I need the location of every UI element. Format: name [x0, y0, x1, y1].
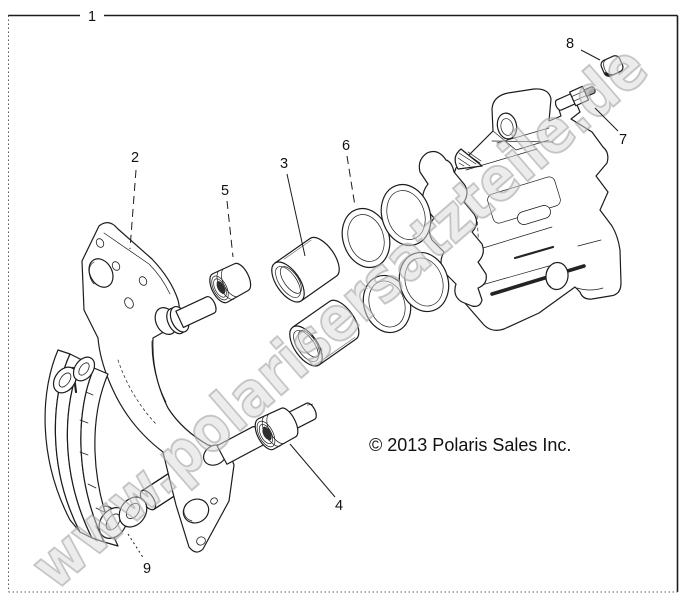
- callout-2: 2: [131, 150, 139, 166]
- caliper-body: [418, 88, 622, 331]
- caliper-claw: [418, 150, 487, 307]
- callout-7: 7: [619, 132, 627, 148]
- callout-8: 8: [566, 36, 574, 52]
- piston-lower: [289, 299, 360, 367]
- upper-slide-pin: [166, 295, 217, 335]
- leader-7: [594, 107, 619, 132]
- leader-8: [580, 49, 601, 61]
- leader-5: [226, 200, 234, 258]
- callout-5: 5: [221, 183, 229, 199]
- brake-pads: [44, 349, 148, 547]
- hatched-notch: [454, 148, 483, 170]
- callouts: 1 2 3 4 5 6 7 8 9: [88, 9, 627, 577]
- o-rings: [341, 183, 450, 334]
- pin-bushing-4: [254, 402, 317, 451]
- callout-9: 9: [143, 561, 151, 577]
- bleeder-cap: [600, 55, 624, 77]
- o-ring: [380, 183, 432, 247]
- mounting-bracket: [81, 222, 235, 553]
- leader-2: [129, 169, 137, 250]
- bushing-5: [209, 262, 252, 304]
- callout-1: 1: [88, 9, 96, 25]
- piston-upper: [271, 236, 340, 303]
- callout-4: 4: [335, 498, 343, 514]
- callout-6: 6: [342, 138, 350, 154]
- copyright-text: © 2013 Polaris Sales Inc.: [369, 435, 571, 455]
- leader-6: [346, 155, 356, 207]
- bleeder-screw: [554, 85, 596, 111]
- leader-4: [289, 443, 336, 498]
- o-ring: [398, 251, 450, 313]
- leader-3: [286, 173, 306, 257]
- figure-border: [8, 14, 679, 593]
- o-ring: [341, 207, 391, 269]
- callout-3: 3: [280, 156, 288, 172]
